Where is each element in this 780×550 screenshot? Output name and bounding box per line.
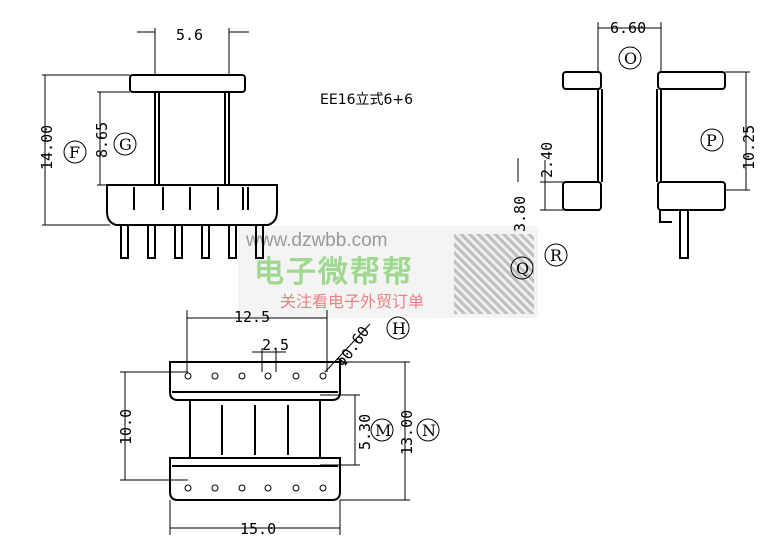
dim-core-width: 5.30 (356, 414, 374, 450)
label-F: F (69, 143, 80, 162)
dim-side-width: 6.60 (610, 19, 646, 37)
dim-winding-height: 8.65 (93, 122, 111, 158)
dim-side-window: 2.40 (538, 142, 556, 178)
dim-pin-dia: Φ0.60 (333, 323, 374, 370)
watermark-brand: 电子微帮帮 (254, 255, 414, 290)
dim-depth-inner: 10.0 (117, 409, 135, 445)
label-O: O (624, 49, 637, 68)
dim-pin-length: 3.80 (511, 196, 529, 232)
dim-pin-span: 12.5 (234, 308, 270, 326)
dim-total-height: 14.00 (38, 125, 56, 170)
label-H: H (392, 319, 406, 338)
dim-side-height: 10.25 (740, 125, 758, 170)
dim-pin-pitch: 2.5 (262, 336, 289, 354)
bottom-view (120, 310, 410, 535)
drawing-title: EE16立式6+6 (320, 92, 413, 108)
watermark-subtitle: 关注看电子外贸订单 (280, 292, 425, 311)
label-Q: Q (516, 259, 529, 278)
label-N: N (422, 421, 436, 440)
label-P: P (706, 131, 717, 150)
dim-depth-outer: 13.00 (398, 410, 416, 455)
front-view (42, 28, 278, 259)
qr-code-icon (454, 234, 534, 314)
watermark: www.dzwbb.com 电子微帮帮 关注看电子外贸订单 (238, 226, 538, 318)
watermark-url: www.dzwbb.com (246, 230, 388, 251)
side-view (517, 22, 750, 259)
label-R: R (550, 246, 563, 265)
dim-width: 15.0 (240, 520, 276, 538)
label-M: M (375, 421, 391, 440)
dim-post-spacing: 5.6 (176, 26, 203, 44)
label-G: G (119, 135, 132, 154)
